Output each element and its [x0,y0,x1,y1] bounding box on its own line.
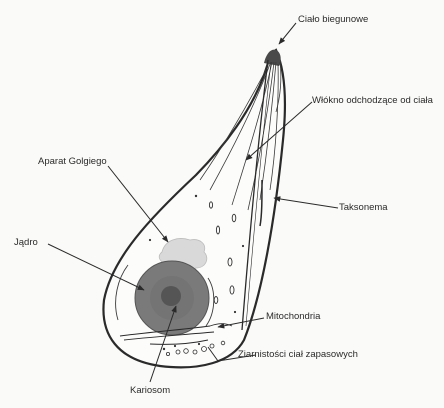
label-mitochondria: Mitochondria [266,311,320,322]
label-aparat-golgiego: Aparat Golgiego [38,156,107,167]
polar-body [264,50,281,66]
label-cialo-biegunowe: Ciało biegunowe [298,14,368,25]
label-kariosom: Kariosom [130,385,170,396]
karyosome [161,286,181,306]
label-ziarnistosci: Ziarnistości ciał zapasowych [238,349,358,360]
label-taksonema: Taksonema [339,202,388,213]
label-jadro: Jądro [14,237,38,248]
label-wlokno: Włókno odchodzące od ciała [312,95,433,106]
